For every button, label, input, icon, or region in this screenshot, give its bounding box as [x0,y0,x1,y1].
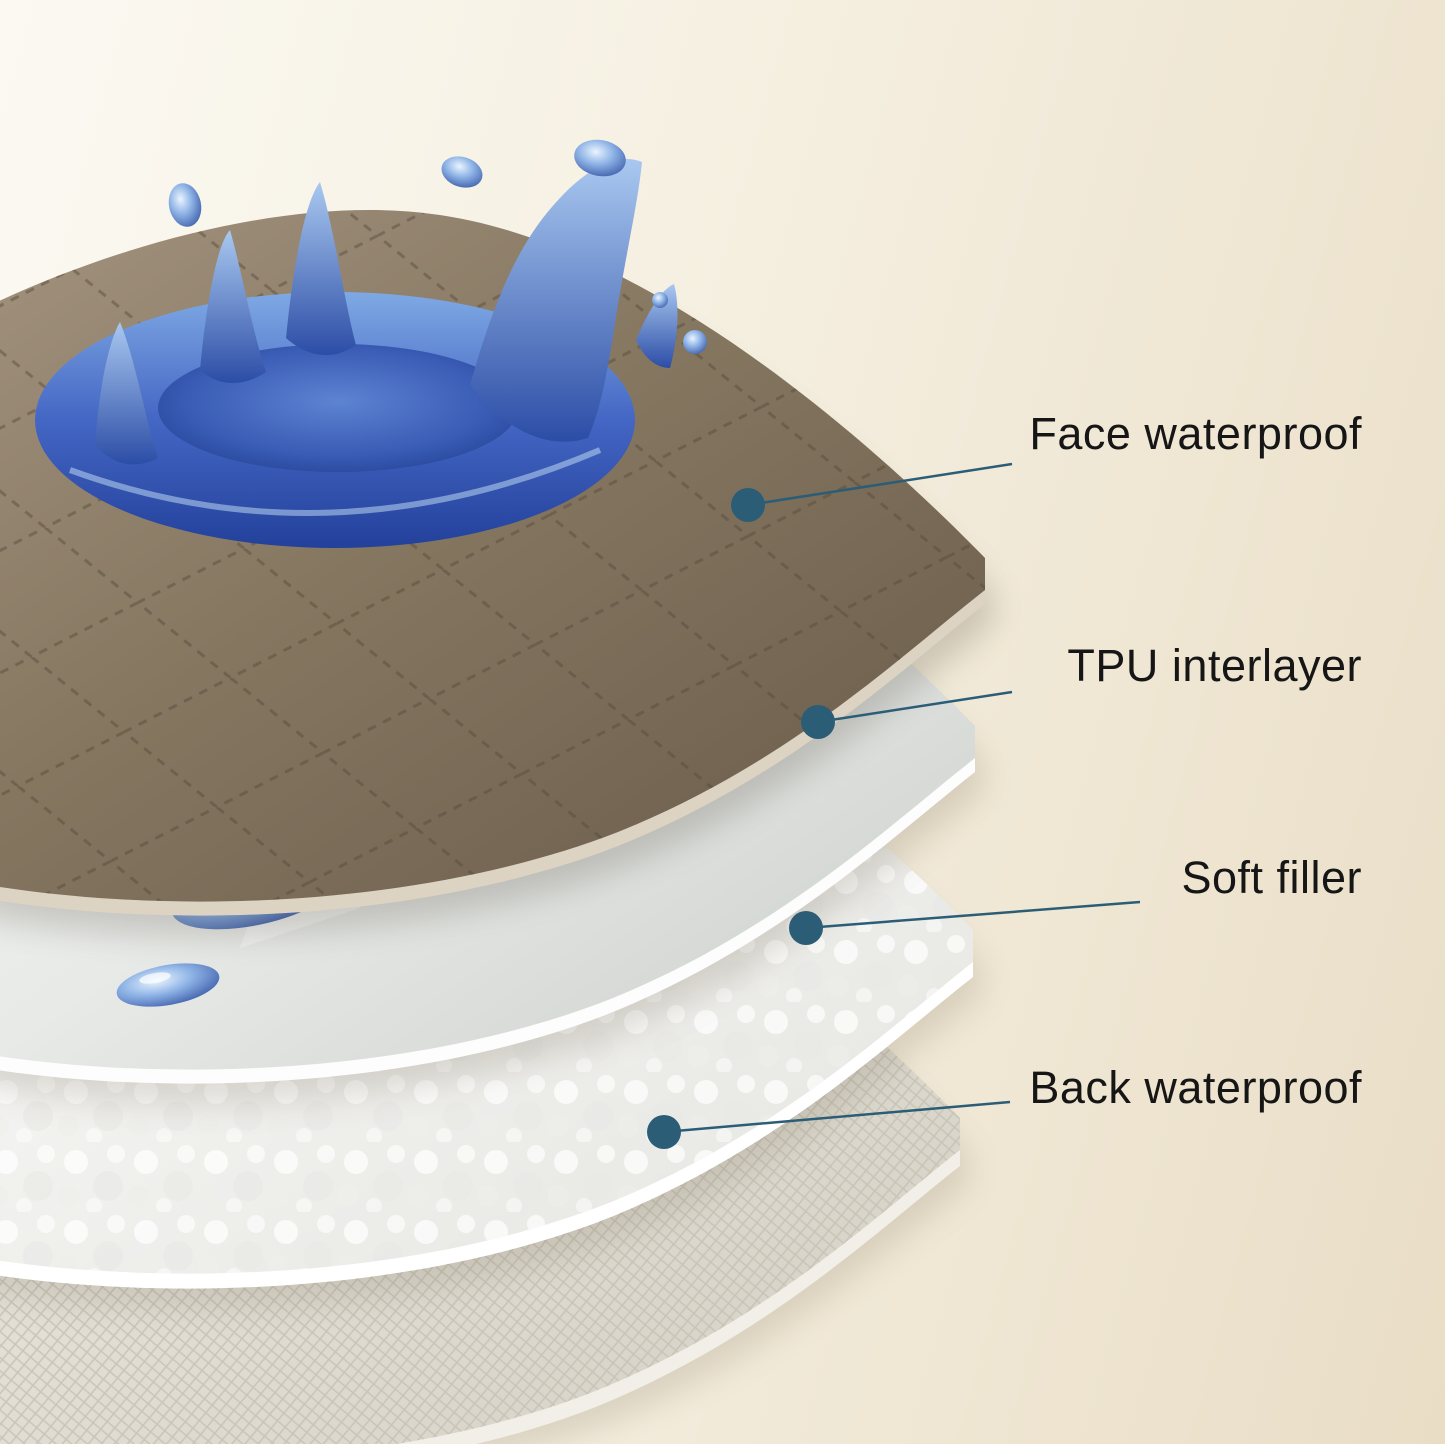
callout-line-back [663,1100,1011,1134]
callout-line-face [747,462,1013,507]
flying-droplets [168,139,707,354]
layer-face-waterproof [0,139,993,936]
callout-dot-face [731,488,765,522]
callout-dot-back [647,1115,681,1149]
label-face-waterproof: Face waterproof [1029,408,1362,459]
callout-line-tpu [817,690,1013,724]
callout-line-filler [805,900,1141,930]
water-splash [35,139,707,548]
label-back-waterproof: Back waterproof [1029,1062,1362,1113]
label-tpu-interlayer: TPU interlayer [1067,640,1362,691]
callouts [647,462,1141,1149]
callout-dot-tpu [801,705,835,739]
callout-dot-filler [789,911,823,945]
label-soft-filler: Soft filler [1181,852,1362,903]
